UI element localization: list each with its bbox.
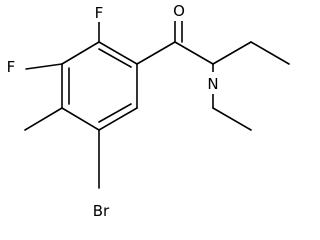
- fluorine-left-label-bg: [3, 56, 19, 76]
- ring-bond-c4-c5: [61, 107, 100, 131]
- fluorine-top-label-bg: [91, 2, 107, 22]
- nitrogen-label-bg: [205, 72, 222, 94]
- molecule-structure: O N F F Br: [3, 1, 290, 221]
- ring-bond-c5-c6: [98, 107, 138, 131]
- bond-ring-carbonyl: [136, 41, 176, 65]
- ring-bond-c2-c3: [61, 41, 100, 65]
- bond-nitrogen-ethyl1: [212, 41, 252, 65]
- bond-carbonyl-nitrogen: [174, 41, 214, 65]
- bond-ring-fluorine-left: [25, 63, 63, 70]
- bond-ethyl2-methyl: [212, 107, 252, 131]
- structure-canvas: O N F F Br: [3, 1, 290, 221]
- bond-ring-methyl: [24, 107, 63, 131]
- oxygen-atom-label: O: [173, 2, 185, 20]
- nitrogen-atom-label: N: [207, 75, 218, 93]
- bromine-atom-label: Br: [93, 202, 110, 220]
- oxygen-label-bg: [170, 1, 187, 21]
- fluorine-left-atom-label: F: [7, 58, 16, 76]
- ring-bond-c5-c6-inner: [98, 103, 132, 123]
- bond-ethyl1-methyl: [250, 41, 290, 65]
- fluorine-top-atom-label: F: [95, 4, 104, 22]
- ring-bond-c1-c2: [98, 41, 138, 65]
- bromine-label-bg: [88, 199, 114, 221]
- ring-bond-c1-c2-inner: [98, 48, 132, 68]
